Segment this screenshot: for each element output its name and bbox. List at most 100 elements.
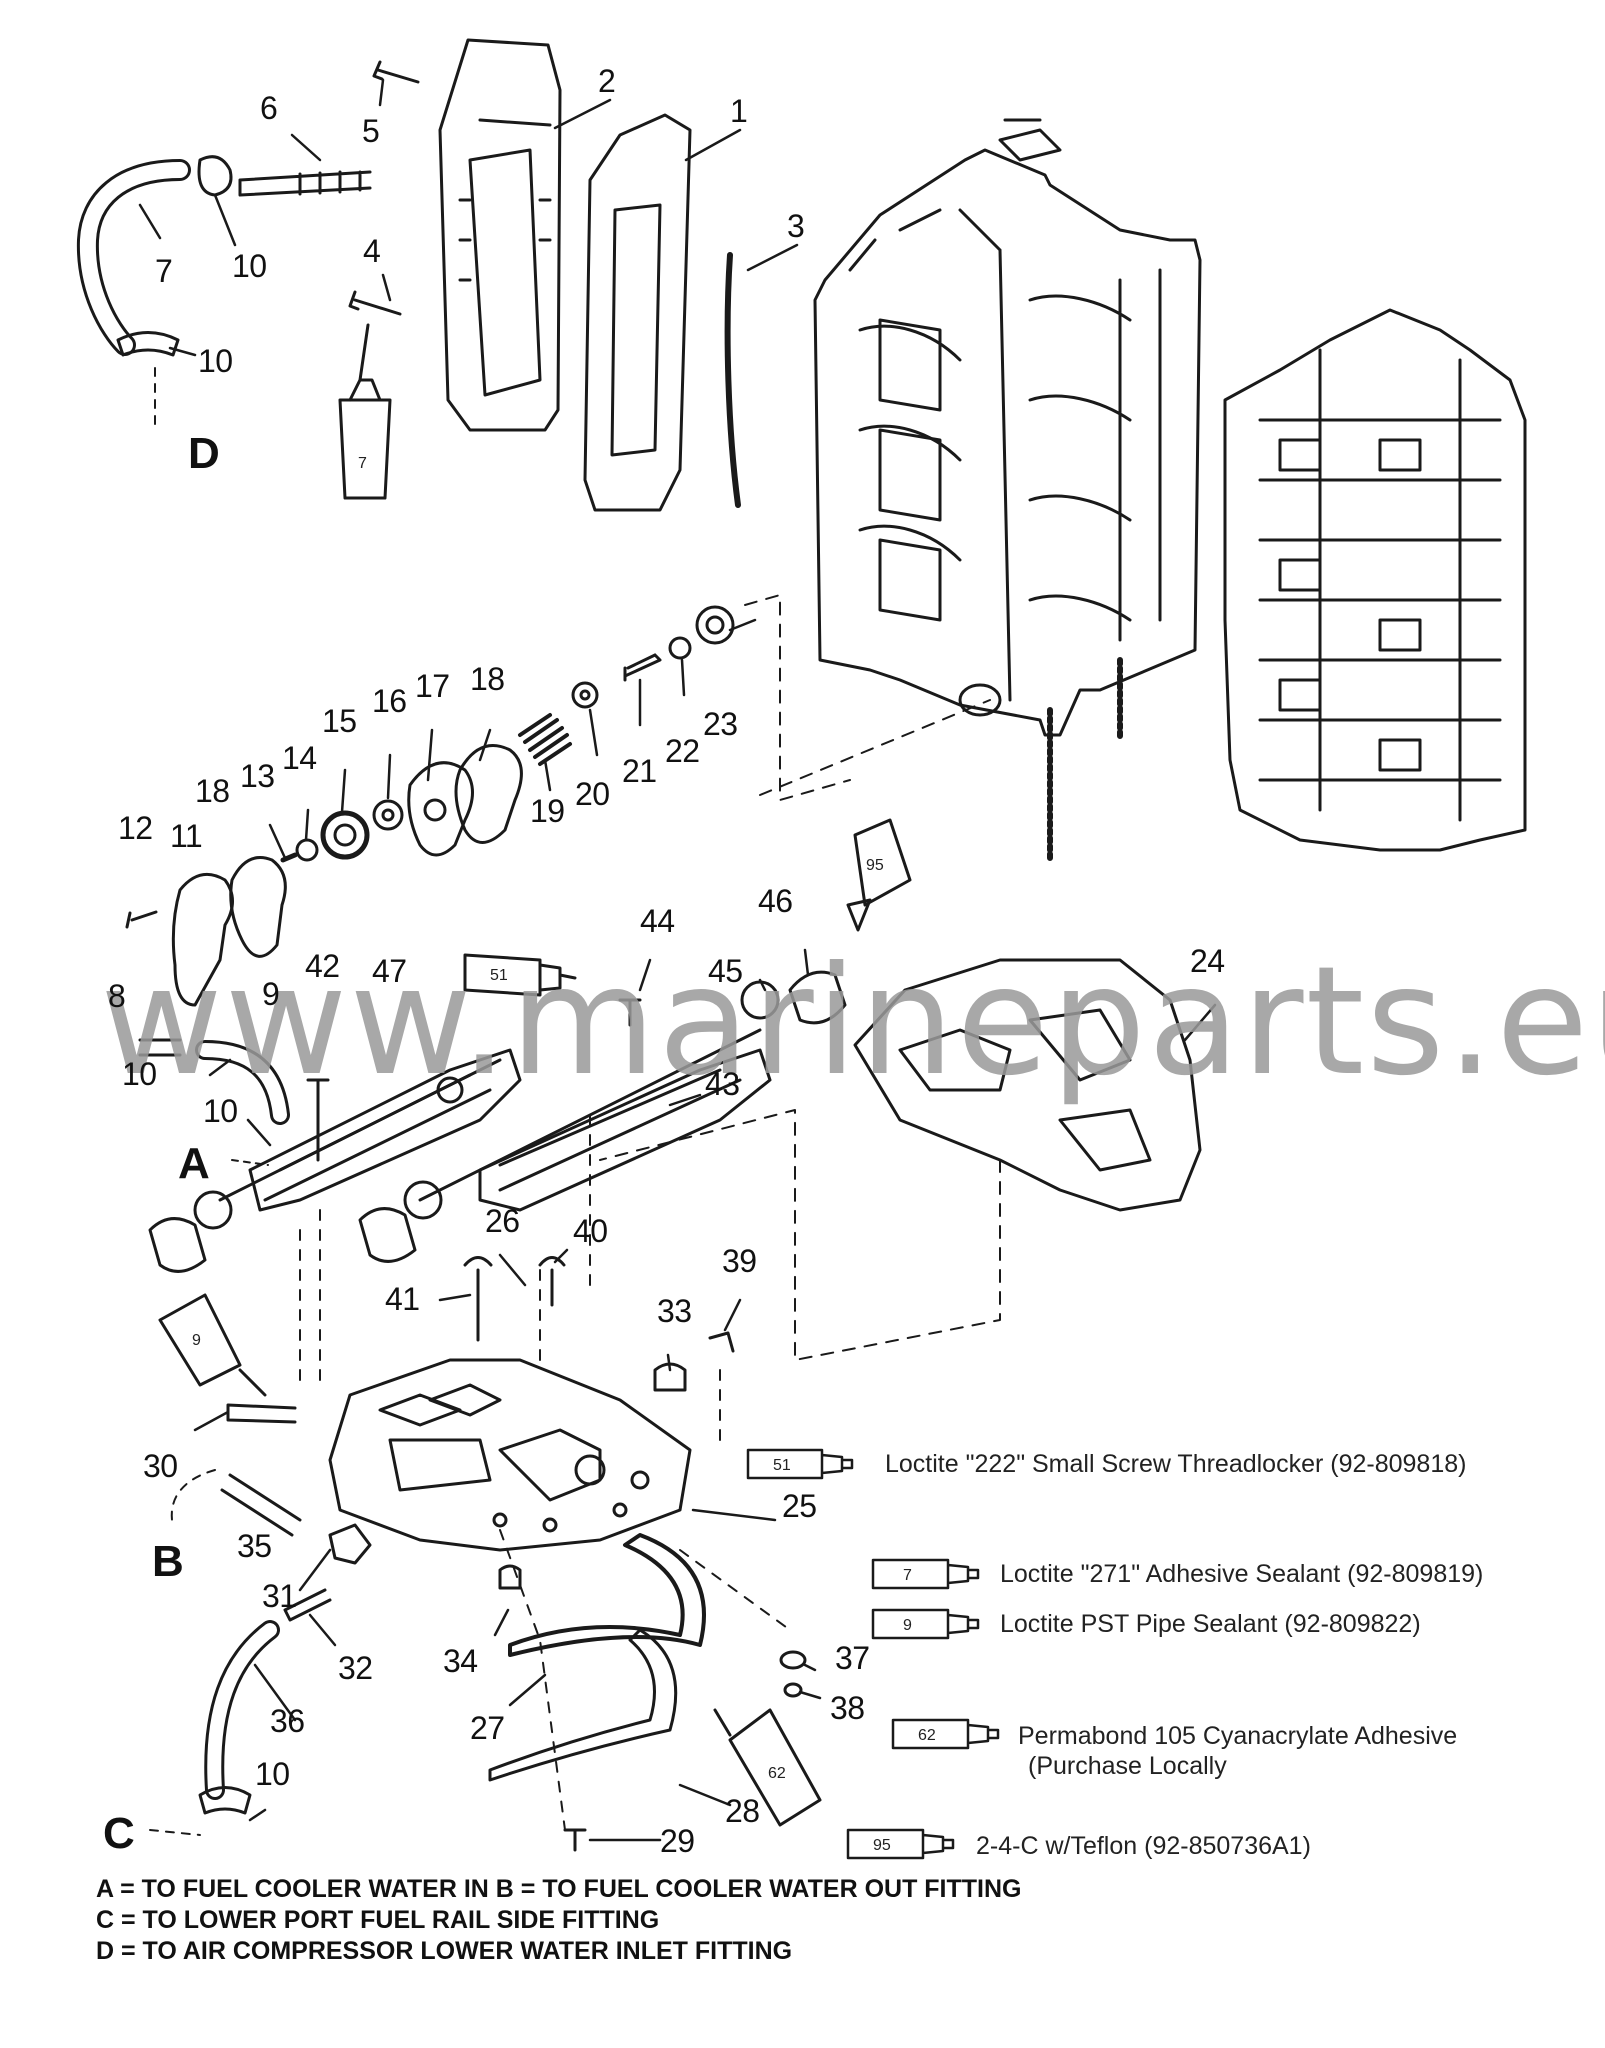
callout-2: 2 (598, 63, 616, 99)
callout-9: 9 (262, 976, 280, 1012)
elbow-31 (328, 1523, 372, 1565)
legend-loctite-271: Loctite "271" Adhesive Sealant (92-80981… (1000, 1560, 1484, 1588)
spring-19 (518, 713, 572, 766)
callout-7: 7 (155, 253, 173, 289)
callout-6: 6 (260, 90, 278, 126)
legend-icon-62-label: 62 (918, 1727, 936, 1744)
callout-10-lower: 10 (122, 1056, 157, 1092)
callout-17: 17 (415, 668, 450, 704)
callout-42: 42 (305, 948, 340, 984)
gear-15 (320, 810, 370, 860)
clamp-10-bottom (198, 1786, 252, 1815)
callout-11: 11 (170, 818, 203, 854)
callout-38: 38 (830, 1690, 865, 1726)
legend-loctite-222: Loctite "222" Small Screw Threadlocker (… (885, 1450, 1467, 1478)
callout-33: 33 (657, 1293, 692, 1329)
legend-loctite-pst: Loctite PST Pipe Sealant (92-809822) (1000, 1610, 1421, 1638)
callout-10-mid: 10 (198, 343, 233, 379)
tube-51 (463, 953, 577, 997)
callout-14: 14 (282, 740, 317, 776)
tube-95-label: 95 (866, 857, 884, 874)
fitting-30 (226, 1403, 297, 1424)
tube-95 (846, 818, 912, 932)
callout-43: 43 (705, 1066, 740, 1102)
callout-10-top: 10 (232, 248, 267, 284)
engine-block (813, 118, 1202, 863)
tube-62-label: 62 (768, 1765, 786, 1782)
watermark: www.marineparts.eu (100, 935, 1605, 1109)
callout-25: 25 (782, 1488, 817, 1524)
callout-37: 37 (835, 1640, 870, 1676)
callout-30: 30 (143, 1448, 178, 1484)
callout-31: 31 (262, 1578, 297, 1614)
callout-8: 8 (108, 978, 126, 1014)
washer-20 (571, 681, 599, 709)
connection-letter-c: C (103, 1809, 135, 1858)
callout-1: 1 (730, 93, 748, 129)
screw-12 (125, 910, 158, 929)
callout-28: 28 (725, 1793, 760, 1829)
gasket-1 (583, 113, 692, 512)
legend-icon-9-label: 9 (903, 1617, 912, 1634)
legend-icons (746, 1448, 1000, 1860)
gasket-18-right (454, 744, 523, 844)
bushing-46 (788, 970, 847, 1025)
crankcase (1223, 308, 1527, 852)
tube-7-label: 7 (358, 455, 367, 472)
cover-11 (171, 872, 234, 1007)
callout-10-a: 10 (203, 1093, 238, 1129)
housing-17 (407, 761, 474, 857)
tube-35 (220, 1473, 302, 1537)
screw-29 (563, 1828, 587, 1852)
washer-22 (668, 636, 692, 660)
callout-39: 39 (722, 1243, 757, 1279)
plug-33 (653, 1362, 687, 1392)
callout-18-right: 18 (470, 661, 505, 697)
callout-21: 21 (622, 753, 657, 789)
callout-47: 47 (372, 953, 407, 989)
connection-letter-a: A (178, 1139, 210, 1188)
callout-16: 16 (372, 683, 407, 719)
cover-plate-2 (438, 38, 562, 432)
legend-icon-7-label: 7 (903, 1567, 912, 1584)
rail-47 (248, 1048, 522, 1212)
screw-44 (618, 998, 642, 1027)
callout-27: 27 (470, 1710, 505, 1746)
bushing-mid (358, 1207, 417, 1263)
callout-29: 29 (660, 1823, 695, 1859)
rail-43 (478, 1048, 772, 1212)
callout-34: 34 (443, 1643, 478, 1679)
callout-3: 3 (787, 208, 805, 244)
seal-strip-3 (724, 252, 741, 508)
legend-permabond-note: (Purchase Locally (1028, 1752, 1227, 1780)
callout-32: 32 (338, 1650, 373, 1686)
callout-26: 26 (485, 1203, 520, 1239)
tube-51-label: 51 (490, 967, 508, 984)
clamp-10-mid (116, 331, 180, 357)
seal-27 (508, 1533, 706, 1657)
callout-13: 13 (240, 758, 275, 794)
washer-14 (295, 838, 319, 862)
callout-35: 35 (237, 1528, 272, 1564)
tube-9 (158, 1293, 267, 1397)
bolt-40 (538, 1256, 566, 1307)
screw-42 (306, 1078, 330, 1162)
callout-40: 40 (573, 1213, 608, 1249)
legend-icon-95-label: 95 (873, 1837, 891, 1854)
callout-18-left: 18 (195, 773, 230, 809)
callout-4: 4 (363, 233, 381, 269)
washer-37 (779, 1650, 807, 1670)
callout-36: 36 (270, 1703, 305, 1739)
note-c: C = TO LOWER PORT FUEL RAIL SIDE FITTING (96, 1906, 660, 1934)
legend-permabond: Permabond 105 Cyanacrylate Adhesive (1018, 1722, 1458, 1750)
tube-9-label: 9 (192, 1332, 201, 1349)
callout-19: 19 (530, 793, 565, 829)
legend-icon-51-label: 51 (773, 1457, 791, 1474)
connection-letter-b: B (152, 1537, 184, 1586)
fitting-39 (708, 1331, 735, 1353)
tube-62 (713, 1708, 822, 1827)
fitting-6 (238, 170, 372, 197)
callout-44: 44 (640, 903, 675, 939)
callout-15: 15 (322, 703, 357, 739)
